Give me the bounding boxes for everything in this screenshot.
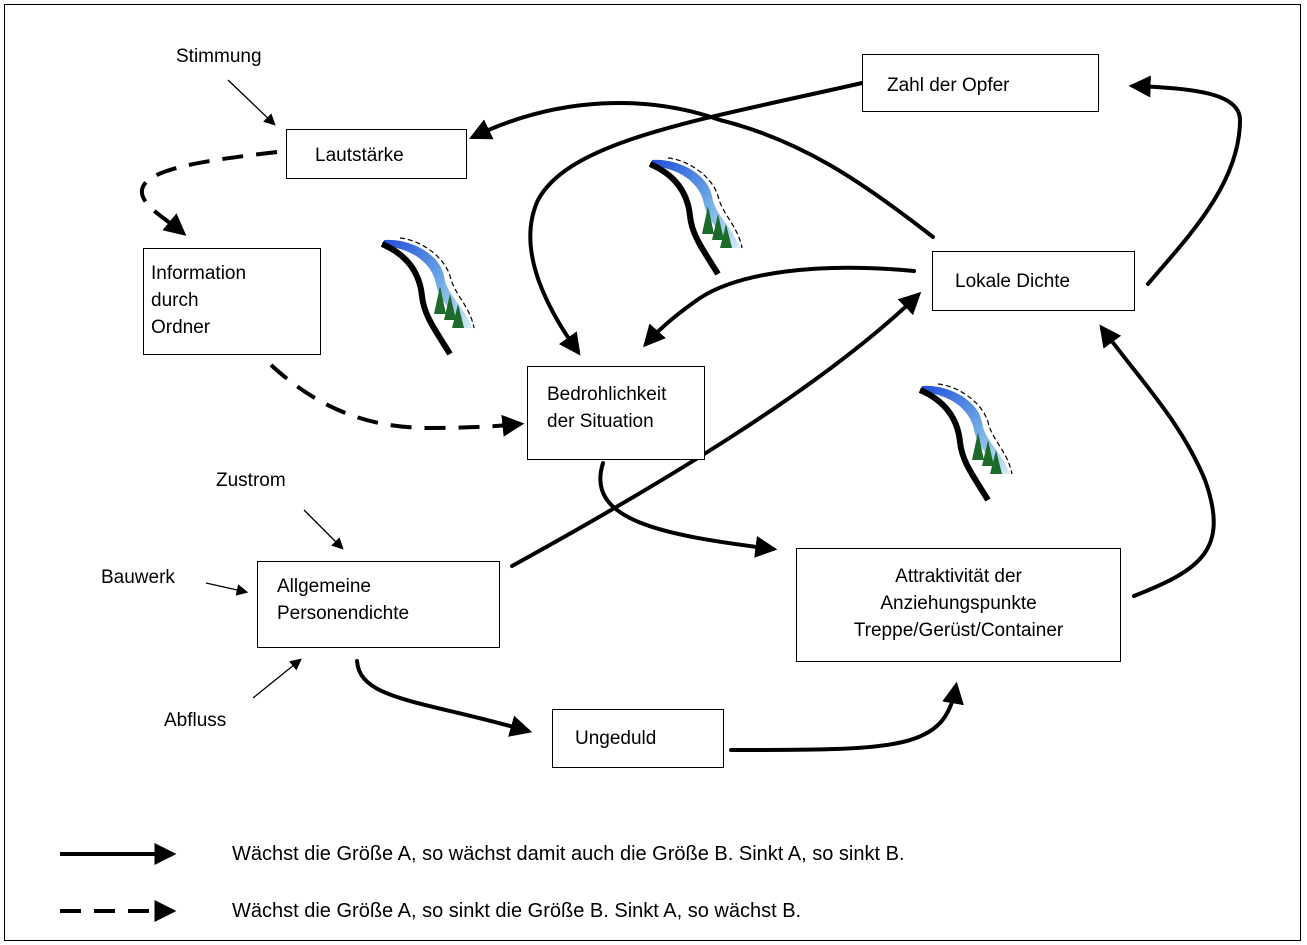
node-label: Bedrohlichkeit (547, 384, 667, 405)
diagram-frame (4, 4, 1301, 941)
reinforcing-loop-icon (648, 157, 743, 276)
arrow-opfer-bedrohlichkeit (528, 81, 864, 356)
node-label: Personendichte (277, 603, 410, 624)
reinforcing-loop-icon (918, 383, 1013, 502)
node-attraktivitaet: Attraktivität der Anziehungspunkte Trepp… (796, 548, 1121, 662)
node-label: Lokale Dichte (955, 271, 1071, 292)
node-label: durch (151, 290, 199, 311)
arrow-stimmung-lautstaerke (227, 79, 276, 126)
node-bedrohlichkeit: Bedrohlichkeit der Situation (527, 366, 705, 460)
arrow-allgemeine-ungeduld (355, 659, 533, 737)
node-label: der Situation (547, 411, 654, 432)
node-ungeduld: Ungeduld (552, 709, 724, 768)
arrow-allgemeine-lokale (510, 291, 922, 568)
arrow-bedrohlichkeit-attraktivitaet (598, 461, 778, 558)
node-zahl-der-opfer: Zahl der Opfer (862, 54, 1099, 112)
reinforcing-loop-icon (380, 237, 475, 356)
arrow-lokale-opfer (1128, 75, 1243, 286)
input-label-abfluss: Abfluss (164, 710, 227, 731)
arrow-attraktivitaet-lokale (1099, 324, 1216, 598)
arrow-zustrom-allgemeine (303, 509, 344, 550)
input-label-zustrom: Zustrom (216, 470, 286, 491)
arrow-ungeduld-attraktivitaet (729, 681, 964, 752)
node-label: Allgemeine (277, 576, 371, 597)
input-label-bauwerk: Bauwerk (101, 567, 175, 588)
node-information-durch-ordner: Information durch Ordner (143, 248, 321, 355)
node-label: Lautstärke (315, 145, 404, 166)
node-label: Attraktivität der (895, 566, 1022, 587)
node-label: Information (151, 263, 247, 284)
node-label: Ungeduld (575, 728, 657, 749)
node-allgemeine-personendichte: Allgemeine Personendichte (257, 561, 500, 648)
arrow-information-bedrohlichkeit (269, 363, 525, 437)
legend-solid-text: Wächst die Größe A, so wächst damit auch… (232, 843, 905, 865)
node-label: Zahl der Opfer (887, 75, 1010, 96)
node-lautstaerke: Lautstärke (286, 129, 467, 179)
node-lokale-dichte: Lokale Dichte (932, 251, 1135, 311)
arrow-abfluss-allgemeine (252, 658, 302, 699)
node-label: Ordner (151, 317, 211, 338)
legend-dashed-text: Wächst die Größe A, so sinkt die Größe B… (232, 900, 802, 922)
arrow-lautstaerke-information (139, 150, 278, 236)
node-label: Treppe/Gerüst/Container (853, 620, 1064, 641)
input-label-stimmung: Stimmung (176, 46, 262, 67)
arrow-lokale-bedrohlichkeit (643, 265, 916, 348)
node-label: Anziehungspunkte (880, 593, 1037, 614)
arrow-lokale-lautstaerke (469, 101, 935, 239)
arrow-bauwerk-allgemeine (205, 582, 249, 596)
